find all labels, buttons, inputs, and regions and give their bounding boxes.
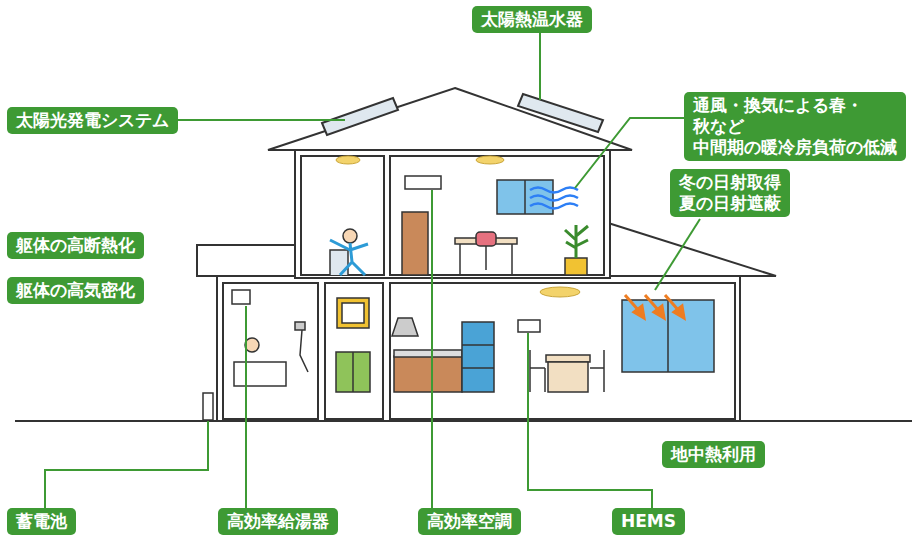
upper-room-furniture-part xyxy=(343,229,357,243)
house-outline-part xyxy=(197,245,300,276)
label-text: 躯体の高気密化 xyxy=(16,280,135,301)
sun-arrows-part xyxy=(634,306,644,318)
leader-lines-part xyxy=(575,118,684,188)
label-text: 蓄電池 xyxy=(16,511,67,532)
upper-room-furniture-part xyxy=(459,244,461,275)
label-box: 躯体の高断熱化 xyxy=(7,232,144,259)
upper-room-furniture-part xyxy=(330,240,368,275)
upper-room-furniture-part xyxy=(511,244,513,275)
label-text: 通風・換気による春・秋など 中間期の暖冷房負荷の低減 xyxy=(693,95,897,158)
leader-lines xyxy=(45,32,700,509)
upper-room-furniture-part xyxy=(565,225,588,258)
lower-room-furniture-part xyxy=(667,300,669,372)
lower-room-furniture-part xyxy=(518,320,540,332)
lower-room-furniture-part xyxy=(336,352,370,392)
upper-room-furniture-part xyxy=(476,232,496,246)
house-outline-part xyxy=(295,150,610,278)
lower-room-furniture-part xyxy=(530,350,545,392)
lower-room-furniture-part xyxy=(392,318,418,336)
lower-room-furniture-part xyxy=(462,344,494,346)
air-flow-waves-part xyxy=(530,204,578,209)
ceiling-lights-part xyxy=(540,287,580,297)
label-box: 太陽熱温水器 xyxy=(472,6,592,33)
upper-room-furniture-part xyxy=(405,176,441,189)
lower-room-furniture-part xyxy=(203,393,213,420)
house-outline-part xyxy=(390,283,735,419)
label-box: 蓄電池 xyxy=(7,508,76,535)
solar-panels-part xyxy=(322,98,398,135)
label-box: 躯体の高気密化 xyxy=(7,277,144,304)
lower-room-furniture-part xyxy=(232,290,250,304)
house-outline-part xyxy=(217,276,740,421)
solar-panels-part xyxy=(518,94,603,132)
lower-room-furniture-part xyxy=(352,352,354,392)
leader-lines-part xyxy=(528,333,652,509)
lower-room-furniture-part xyxy=(394,356,462,392)
lower-room-furniture-part xyxy=(546,355,590,362)
label-box: 通風・換気による春・秋など 中間期の暖冷房負荷の低減 xyxy=(684,92,906,161)
house-outline-part xyxy=(325,283,383,419)
leader-lines-part xyxy=(539,32,541,100)
label-box: 地中熱利用 xyxy=(662,441,765,468)
label-box: 太陽光発電システム xyxy=(7,107,178,134)
lower-room-furniture-part xyxy=(462,367,494,369)
air-flow-waves-part xyxy=(530,188,578,193)
sun-arrows xyxy=(625,295,684,318)
house-outline-part xyxy=(223,283,318,419)
leader-lines-part xyxy=(45,421,208,509)
ceiling-lights-part xyxy=(476,156,504,164)
upper-room-furniture-part xyxy=(485,246,487,270)
ceiling-lights-part xyxy=(336,156,360,164)
lower-room-furniture-part xyxy=(394,350,462,357)
lower-room-furniture xyxy=(203,290,714,420)
sun-arrows-part xyxy=(674,306,684,318)
upper-room-furniture-part xyxy=(565,258,587,275)
label-box: 冬の日射取得 夏の日射遮蔽 xyxy=(670,169,790,217)
leader-lines-part xyxy=(245,306,247,509)
label-text: 太陽光発電システム xyxy=(16,110,169,131)
label-text: HEMS xyxy=(621,511,676,532)
upper-room-furniture-part xyxy=(524,180,526,214)
label-box: HEMS xyxy=(612,508,685,535)
house-outline-part xyxy=(605,222,776,276)
air-flow-waves-part xyxy=(530,196,578,201)
upper-room-furniture xyxy=(330,176,588,275)
label-box: 高効率給湯器 xyxy=(218,508,338,535)
lower-room-furniture-part xyxy=(337,298,369,328)
label-text: 高効率給湯器 xyxy=(227,511,329,532)
ceiling-lights xyxy=(336,156,580,297)
lower-room-furniture-part xyxy=(590,350,604,392)
lower-room-furniture-part xyxy=(245,338,259,352)
label-text: 太陽熱温水器 xyxy=(481,9,583,30)
leader-lines-part xyxy=(655,219,700,290)
label-box: 高効率空調 xyxy=(418,508,521,535)
lower-room-furniture-part xyxy=(622,300,714,372)
lower-room-furniture-part xyxy=(548,362,588,392)
label-text: 冬の日射取得 夏の日射遮蔽 xyxy=(679,172,781,214)
upper-room-furniture-part xyxy=(402,212,428,275)
label-text: 躯体の高断熱化 xyxy=(16,235,135,256)
lower-room-furniture-part xyxy=(342,303,364,323)
label-text: 高効率空調 xyxy=(427,511,512,532)
solar-panels xyxy=(322,94,603,135)
sun-arrows-part xyxy=(654,306,664,318)
lower-room-furniture-part xyxy=(462,322,494,392)
leader-lines-part xyxy=(172,119,345,121)
leader-lines-part xyxy=(431,190,433,509)
house-outline-part xyxy=(301,156,384,275)
air-flow-waves xyxy=(530,188,578,209)
label-text: 地中熱利用 xyxy=(671,444,756,465)
lower-room-furniture-part xyxy=(234,362,286,386)
lower-room-furniture-part xyxy=(295,322,305,330)
house-outline-part xyxy=(390,156,604,275)
lower-room-furniture-part xyxy=(300,330,308,372)
